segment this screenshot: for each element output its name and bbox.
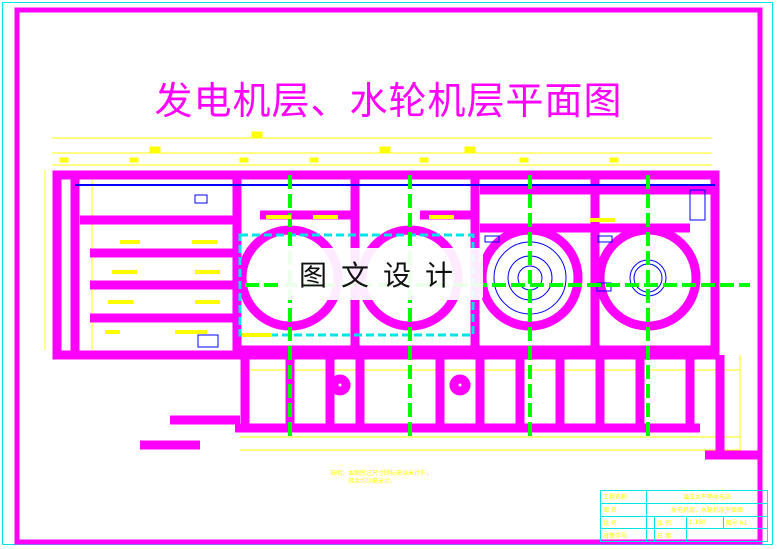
drawing-title: 发电机层、水轮机层平面图 [154, 79, 623, 123]
dimension-lines [44, 131, 741, 451]
class-label: 班级学号 [600, 528, 647, 542]
drawing-name-label: 图 名 [600, 502, 647, 517]
scale-label: 比 例 [654, 515, 687, 530]
drawing-name-value: 发电机层、水轮机层平面图 [645, 502, 769, 517]
sheet-cell: 图号 01 [722, 515, 769, 530]
room-labels [105, 215, 615, 337]
project-value: 湄江太平哨水电站 [645, 490, 769, 504]
project-label: 工程名称 [600, 490, 647, 504]
scale-value: 1:150 [685, 515, 724, 530]
drawing-note: 说明：本图所注尺寸除标高以米计外， 其余均以毫米计。 [330, 470, 432, 486]
class-value [645, 528, 656, 542]
drawing-border [14, 7, 763, 545]
sheet-value: 01 [739, 519, 748, 527]
note-line-1: 说明：本图所注尺寸除标高以米计外， [330, 470, 433, 477]
watermark: 图文设计 [283, 248, 483, 300]
name-label: 姓 名 [600, 515, 647, 530]
date-value [685, 528, 769, 542]
name-value [645, 515, 656, 530]
title-block: 工程名称 湄江太平哨水电站 图 名 发电机层、水轮机层平面图 姓 名 比 例 1… [600, 490, 769, 542]
note-line-2: 其余均以毫米计。 [348, 478, 397, 485]
walls [52, 170, 760, 460]
sheet-label: 图号 [725, 519, 738, 527]
date-label: 日 期 [654, 528, 687, 542]
